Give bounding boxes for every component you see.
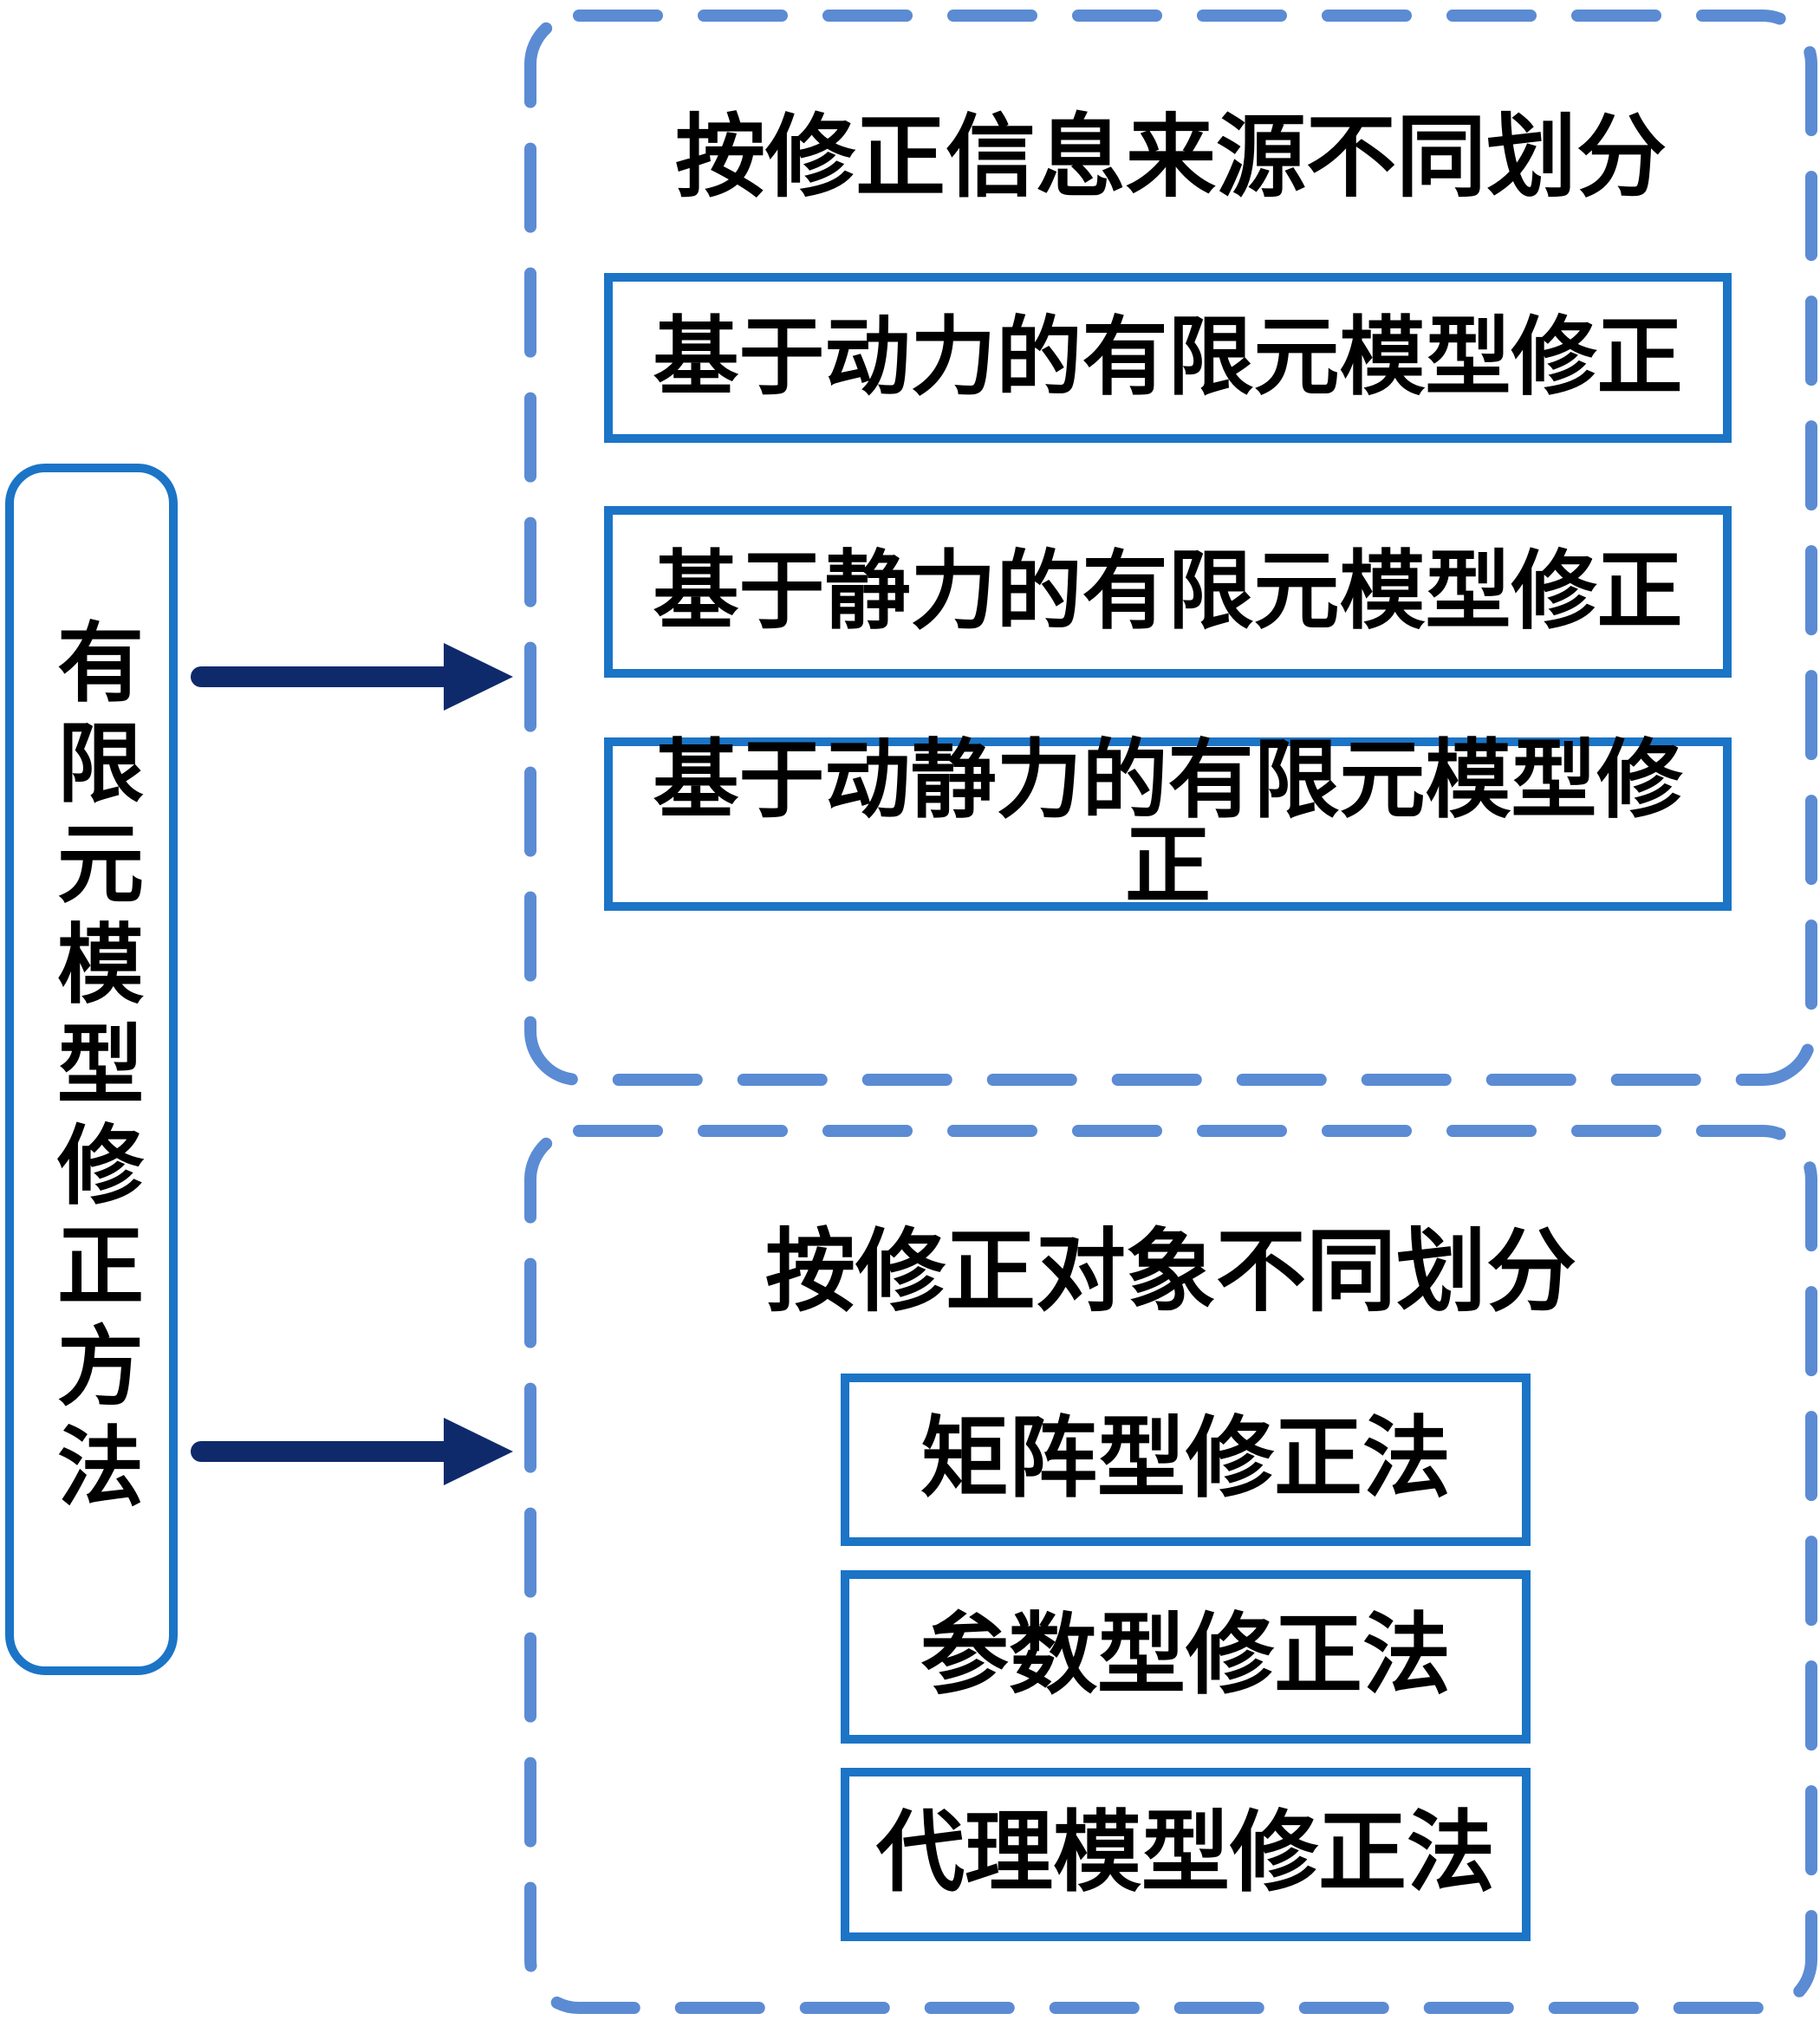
- group-source-title: 按修正信息来源不同划分: [674, 107, 1667, 208]
- arrow-right-icon: [191, 1418, 513, 1485]
- node-surrogate-model: 代理模型修正法: [841, 1768, 1531, 1941]
- group-source-dashed-border: [524, 10, 1817, 1086]
- node-dynamic-static-based: 基于动静力的有限元模型修正: [604, 737, 1732, 911]
- group-object-dashed-border: [524, 1125, 1817, 2014]
- root-node: 有限元模型修正方法: [5, 464, 178, 1675]
- node-static-based: 基于静力的有限元模型修正: [604, 506, 1732, 678]
- group-object-title: 按修正对象不同划分: [764, 1222, 1576, 1322]
- node-parameter-type: 参数型修正法: [841, 1570, 1531, 1744]
- arrow-right-icon: [191, 643, 513, 711]
- root-node-label: 有限元模型修正方法: [43, 617, 140, 1522]
- node-matrix-type: 矩阵型修正法: [841, 1374, 1531, 1546]
- node-dynamic-based: 基于动力的有限元模型修正: [604, 273, 1732, 443]
